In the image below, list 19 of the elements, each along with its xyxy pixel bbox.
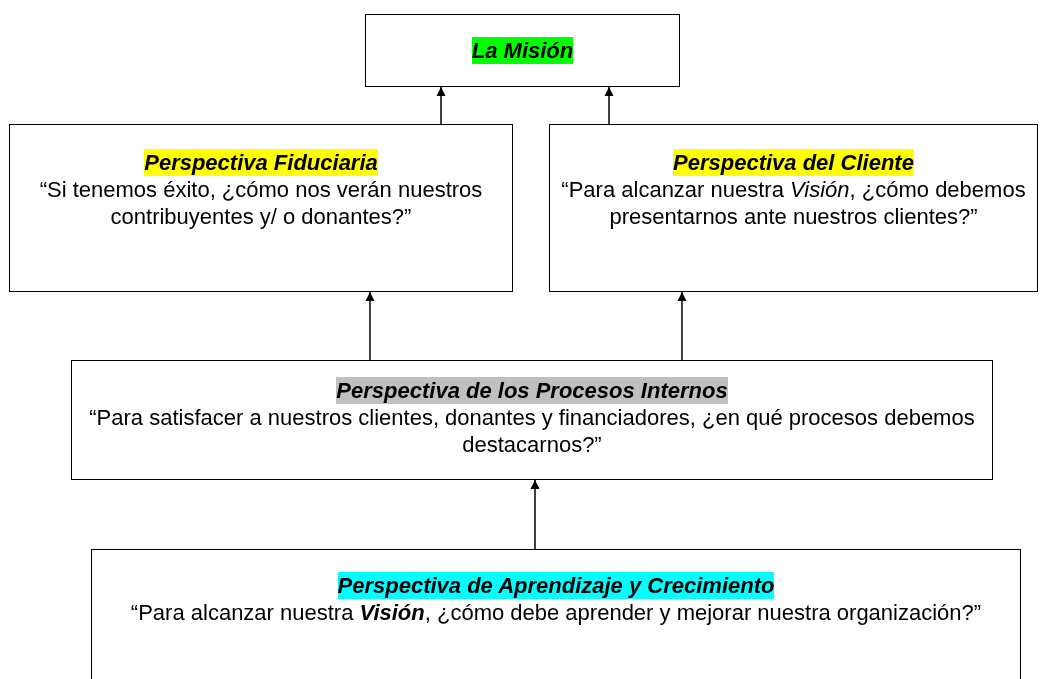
heading: Perspectiva del Cliente — [673, 149, 914, 176]
perspective-box — [71, 360, 993, 480]
arrow — [365, 291, 375, 361]
perspective-box — [91, 549, 1021, 679]
arrow — [530, 479, 540, 550]
heading: Perspectiva de Aprendizaje y Crecimiento — [337, 572, 775, 599]
arrow — [436, 86, 446, 125]
question-text: “Si tenemos éxito, ¿cómo nos verán nuestros contribuyentes y/ o donantes?” — [38, 176, 484, 230]
arrow — [604, 86, 614, 125]
question-text: “Para alcanzar nuestra Visión, ¿cómo debemos presentarnos ante nuestros clientes?” — [560, 176, 1027, 230]
question-text: “Para satisfacer a nuestros clientes, donantes y financiadores, ¿en qué procesos debemos destacarnos?” — [88, 404, 976, 458]
heading: Perspectiva de los Procesos Internos — [336, 377, 728, 404]
question-text: “Para alcanzar nuestra Visión, ¿cómo debe aprender y mejorar nuestra organización?” — [129, 599, 983, 626]
perspective-box — [9, 124, 513, 292]
perspective-box — [365, 14, 680, 87]
perspective-box — [549, 124, 1038, 292]
heading: Perspectiva Fiduciaria — [144, 149, 378, 176]
arrow — [677, 291, 687, 361]
heading: La Misión — [471, 37, 574, 64]
